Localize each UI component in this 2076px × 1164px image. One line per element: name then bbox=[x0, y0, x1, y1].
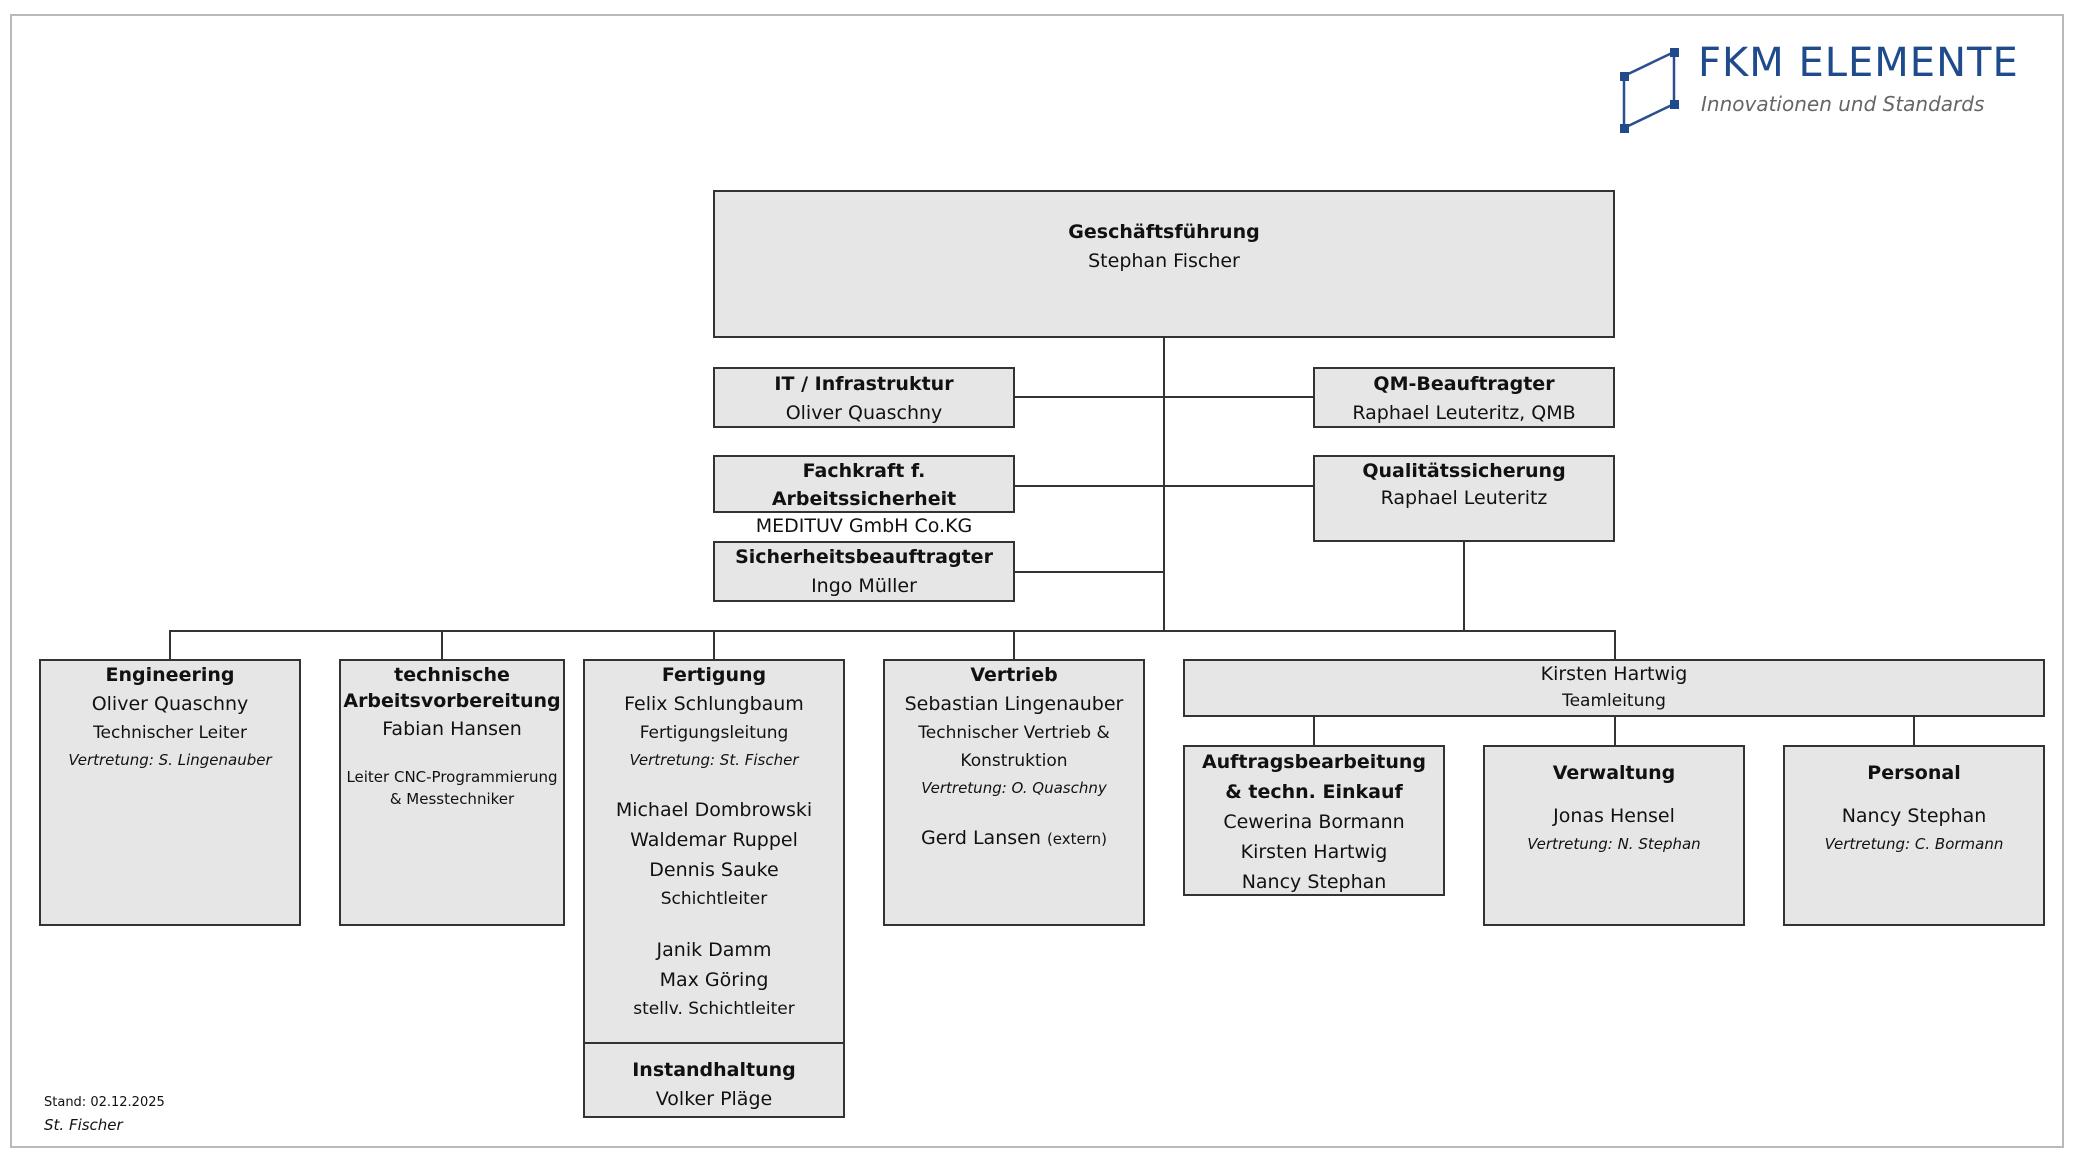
connector-line bbox=[1014, 485, 1314, 487]
extern-note: (extern) bbox=[1046, 830, 1108, 848]
box-title: Arbeitsvorbereitung bbox=[343, 690, 561, 712]
box-person: Dennis Sauke bbox=[649, 859, 779, 881]
cube-outline-icon bbox=[1620, 48, 1679, 133]
connector-line bbox=[169, 630, 1616, 632]
box-person: Cewerina Bormann bbox=[1223, 811, 1405, 833]
connector-line bbox=[1463, 541, 1465, 631]
box-person: Stephan Fischer bbox=[1088, 250, 1240, 272]
box-role: Konstruktion bbox=[960, 751, 1068, 771]
box-deputy: Vertretung: C. Bormann bbox=[1824, 835, 2004, 853]
box-person: Nancy Stephan bbox=[1841, 805, 1987, 827]
box-title: & techn. Einkauf bbox=[1225, 781, 1403, 803]
box-role: Schichtleiter bbox=[660, 889, 768, 909]
box-person: Oliver Quaschny bbox=[785, 402, 943, 424]
connector-line bbox=[1614, 630, 1616, 660]
box-person: Michael Dombrowski bbox=[615, 799, 813, 821]
connector-line bbox=[441, 630, 443, 660]
box-role: Teamleitung bbox=[1562, 691, 1666, 711]
box-role: stellv. Schichtleiter bbox=[633, 999, 795, 1019]
box-sicherheitsbeauftragter: Sicherheitsbeauftragter Ingo Müller bbox=[713, 541, 1015, 602]
spacer bbox=[1485, 787, 1743, 801]
extern-name: Gerd Lansen bbox=[920, 827, 1041, 849]
box-qm-beauftragter: QM-Beauftragter Raphael Leuteritz, QMB bbox=[1313, 367, 1615, 428]
box-role: Leiter CNC-Programmierung bbox=[346, 768, 558, 786]
box-personal: Personal Nancy Stephan Vertretung: C. Bo… bbox=[1783, 745, 2045, 926]
box-role: Technischer Vertrieb & bbox=[918, 723, 1110, 743]
box-title: Auftragsbearbeitung bbox=[1201, 751, 1427, 773]
box-title: Sicherheitsbeauftragter bbox=[735, 546, 993, 568]
box-role: & Messtechniker bbox=[389, 790, 515, 808]
box-title: Vertrieb bbox=[970, 664, 1058, 686]
box-person-extern: Gerd Lansen (extern) bbox=[885, 823, 1143, 854]
connector-line bbox=[169, 630, 171, 660]
connector-line bbox=[1014, 571, 1164, 573]
connector-line bbox=[1913, 716, 1915, 746]
connector-line bbox=[713, 630, 715, 660]
connector-line bbox=[1614, 716, 1616, 746]
box-title: Fachkraft f. Arbeitssicherheit bbox=[771, 460, 957, 510]
box-person: Janik Damm bbox=[656, 939, 772, 961]
box-person: Raphael Leuteritz, QMB bbox=[1352, 402, 1576, 424]
box-person: Waldemar Ruppel bbox=[630, 829, 798, 851]
spacer bbox=[1785, 787, 2043, 801]
box-title: Fertigung bbox=[661, 664, 767, 686]
box-person: Raphael Leuteritz bbox=[1380, 487, 1548, 509]
box-deputy: Vertretung: O. Quaschny bbox=[921, 779, 1107, 797]
box-title: Instandhaltung bbox=[632, 1059, 796, 1081]
box-arbeitsvorbereitung: technische Arbeitsvorbereitung Fabian Ha… bbox=[339, 659, 565, 926]
box-title: technische bbox=[394, 664, 510, 686]
box-person: Max Göring bbox=[659, 969, 769, 991]
spacer bbox=[585, 913, 843, 935]
brand-tagline: Innovationen und Standards bbox=[1701, 92, 1985, 116]
spacer bbox=[341, 744, 563, 766]
connector-line bbox=[1313, 716, 1315, 746]
author-name: St. Fischer bbox=[44, 1116, 123, 1134]
brand-name: FKM ELEMENTE bbox=[1698, 40, 2019, 86]
box-person: Ingo Müller bbox=[811, 575, 917, 597]
box-person: Volker Pläge bbox=[655, 1088, 773, 1110]
box-person: Oliver Quaschny bbox=[91, 693, 249, 715]
box-person: Nancy Stephan bbox=[1241, 871, 1387, 893]
box-geschaeftsfuehrung: Geschäftsführung Stephan Fischer bbox=[713, 190, 1615, 338]
spacer bbox=[885, 801, 1143, 823]
spacer bbox=[585, 773, 843, 795]
box-deputy: Vertretung: S. Lingenauber bbox=[68, 751, 272, 769]
box-person: Kirsten Hartwig bbox=[1240, 841, 1388, 863]
box-instandhaltung: Instandhaltung Volker Pläge bbox=[583, 1042, 845, 1118]
stand-date: Stand: 02.12.2025 bbox=[44, 1095, 165, 1110]
box-person: MEDITUV GmbH Co.KG bbox=[755, 515, 973, 537]
box-title: QM-Beauftragter bbox=[1373, 373, 1555, 395]
box-person: Felix Schlungbaum bbox=[624, 693, 804, 715]
box-person: Kirsten Hartwig bbox=[1540, 663, 1688, 685]
box-role: Technischer Leiter bbox=[93, 723, 247, 743]
box-deputy: Vertretung: N. Stephan bbox=[1527, 835, 1701, 853]
box-title: Engineering bbox=[105, 664, 235, 686]
box-title: Personal bbox=[1867, 762, 1961, 784]
box-person: Jonas Hensel bbox=[1553, 805, 1675, 827]
box-arbeitssicherheit: Fachkraft f. Arbeitssicherheit MEDITUV G… bbox=[713, 455, 1015, 537]
connector-line bbox=[1163, 337, 1165, 631]
connector-line bbox=[1014, 396, 1314, 398]
box-engineering: Engineering Oliver Quaschny Technischer … bbox=[39, 659, 301, 926]
box-person: Sebastian Lingenauber bbox=[904, 693, 1124, 715]
box-deputy: Vertretung: St. Fischer bbox=[629, 751, 799, 769]
box-title: IT / Infrastruktur bbox=[774, 373, 954, 395]
page-frame bbox=[10, 14, 2064, 1148]
box-auftragsbearbeitung: Auftragsbearbeitung & techn. Einkauf Cew… bbox=[1183, 745, 1445, 896]
box-person: Fabian Hansen bbox=[382, 718, 522, 740]
box-verwaltung: Verwaltung Jonas Hensel Vertretung: N. S… bbox=[1483, 745, 1745, 926]
box-title: Verwaltung bbox=[1552, 762, 1676, 784]
box-teamleitung: Kirsten Hartwig Teamleitung bbox=[1183, 659, 2045, 717]
box-qualitaetssicherung: Qualitätssicherung Raphael Leuteritz bbox=[1313, 455, 1615, 542]
box-title: Geschäftsführung bbox=[1068, 221, 1260, 243]
box-role: Fertigungsleitung bbox=[639, 723, 789, 743]
box-vertrieb: Vertrieb Sebastian Lingenauber Technisch… bbox=[883, 659, 1145, 926]
connector-line bbox=[1013, 630, 1015, 660]
box-fertigung: Fertigung Felix Schlungbaum Fertigungsle… bbox=[583, 659, 845, 1044]
box-title: Qualitätssicherung bbox=[1362, 460, 1566, 482]
box-it-infrastruktur: IT / Infrastruktur Oliver Quaschny bbox=[713, 367, 1015, 428]
